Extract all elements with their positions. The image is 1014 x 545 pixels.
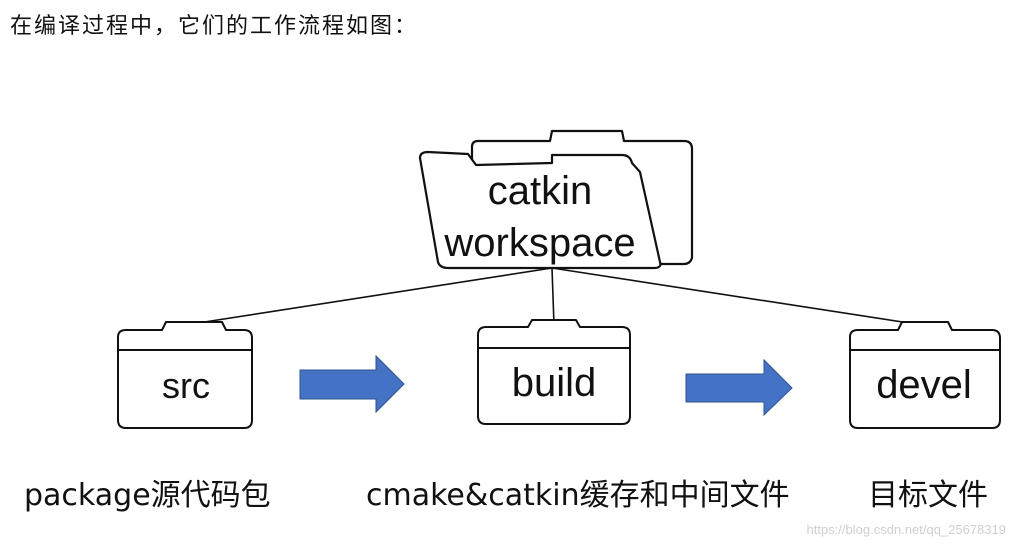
watermark-url: https://blog.csdn.net/qq_25678319 [806,522,1007,537]
devel-folder-label: devel [876,363,972,407]
workspace-folder-icon [418,129,694,270]
caption-build: cmake&catkin缓存和中间文件 [366,478,790,513]
devel-folder-icon [849,321,1001,429]
build-folder-icon [477,319,631,425]
arrow-src-to-build [299,354,405,414]
workspace-label-line1: catkin [488,169,593,213]
caption-devel: 目标文件 [868,478,988,513]
workspace-label-line2: workspace [443,221,635,265]
connector-to-devel [551,267,923,326]
caption-src: package源代码包 [24,478,271,513]
src-folder-icon [117,321,253,429]
build-folder-label: build [512,361,597,405]
connector-to-build [551,267,555,326]
src-folder-label: src [162,365,210,406]
arrow-build-to-devel [685,358,793,417]
page-heading: 在编译过程中，它们的工作流程如图： [10,14,419,39]
connector-lines [184,267,923,326]
connector-to-src [184,267,553,326]
